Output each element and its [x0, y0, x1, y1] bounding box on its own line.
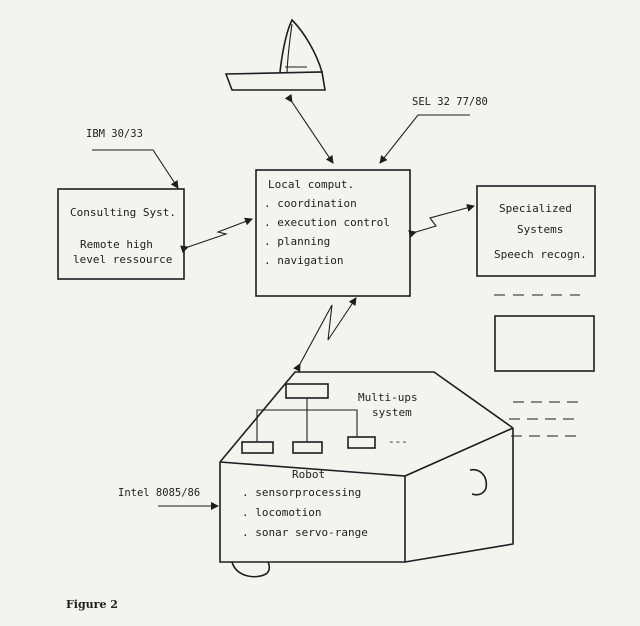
consulting-line: level ressource: [73, 253, 172, 266]
robot-title: Robot: [292, 468, 325, 481]
specialized-line: Systems: [517, 223, 563, 236]
multi-ups-ellipsis: ---: [388, 435, 408, 448]
intel-label: Intel 8085/86: [118, 487, 200, 499]
sel-pointer: [379, 114, 470, 164]
robot-item: . sensorprocessing: [242, 486, 361, 499]
multi-ups-label: system: [372, 406, 412, 419]
consulting-link-arrow: [180, 217, 253, 254]
consulting-line: Remote high: [80, 238, 153, 251]
ibm-label: IBM 30/33: [86, 128, 143, 140]
specialized-line: Specialized: [499, 202, 572, 215]
robot-link-arrow: [293, 297, 357, 373]
ibm-pointer: [92, 149, 179, 189]
robot-box: Robot . sensorprocessing . locomotion . …: [219, 371, 514, 578]
specialized-systems-box: Specialized Systems Speech recogn.: [476, 185, 596, 277]
multi-processor-tree: --- Multi-ups system: [241, 383, 418, 454]
local-computer-item: . coordination: [264, 197, 357, 210]
robot-item: . sonar servo-range: [242, 526, 368, 539]
specialized-link-arrow: [408, 203, 475, 238]
local-computer-item: . navigation: [264, 254, 343, 267]
local-computer-title: Local comput.: [268, 178, 354, 191]
additional-systems-placeholder: [494, 294, 595, 437]
consulting-title: Consulting Syst.: [70, 206, 176, 219]
terminal-drawing: [224, 18, 326, 91]
additional-system-box: [494, 315, 595, 372]
consulting-system-box: Consulting Syst. Remote high level resso…: [57, 188, 185, 280]
figure-caption: Figure 2: [66, 598, 118, 611]
local-computer-item: . planning: [264, 235, 330, 248]
robot-item: . locomotion: [242, 506, 321, 519]
local-computer-item: . execution control: [264, 216, 390, 229]
multi-ups-label: Multi-ups: [358, 391, 418, 404]
local-computer-box: Local comput. . coordination . execution…: [255, 169, 411, 297]
specialized-line: Speech recogn.: [494, 248, 587, 261]
terminal-link-arrow: [284, 93, 334, 164]
sel-label: SEL 32 77/80: [412, 96, 488, 108]
